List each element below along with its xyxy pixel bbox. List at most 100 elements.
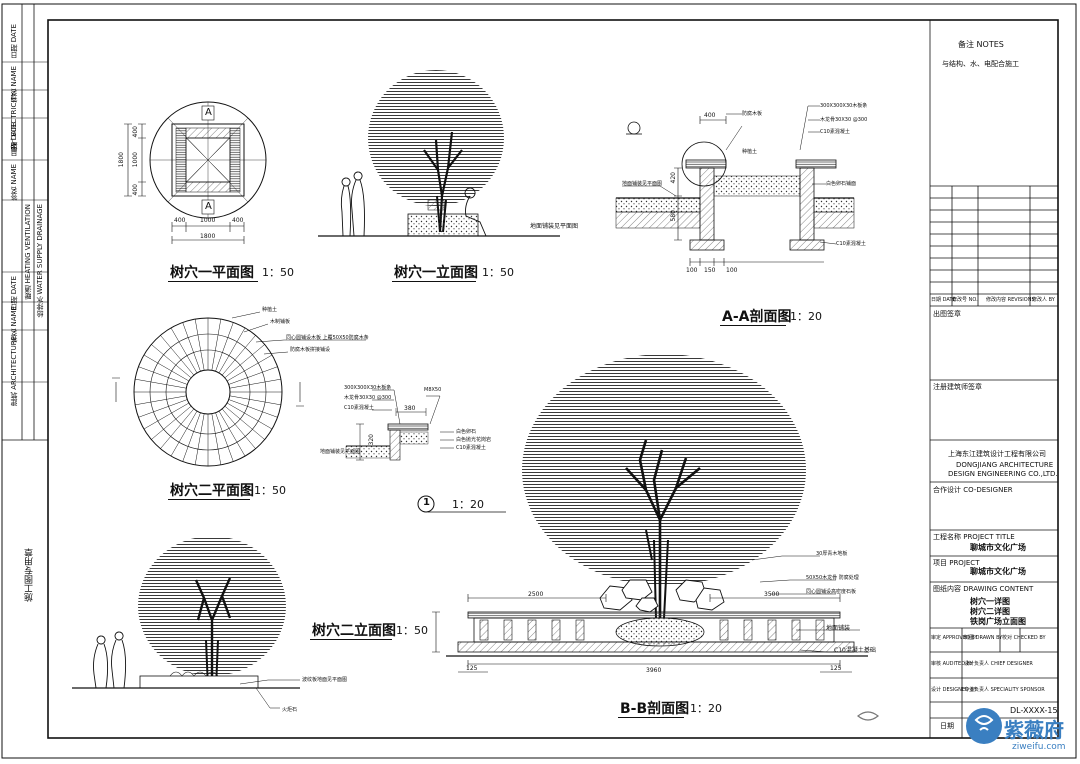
dim: 400	[704, 112, 716, 119]
strip-label: 给排水 WATER SUPPLY DRAINAGE	[36, 204, 44, 318]
bb-note: 地面铺装	[826, 625, 851, 632]
watermark-site: ziweifu.com	[1012, 742, 1066, 752]
rev-header: 修改人 BY	[1032, 297, 1055, 303]
detail-note: 木龙骨30X30 @300	[344, 395, 392, 401]
scale-detail1: 1：20	[452, 498, 484, 511]
strip-label: 暖通 HEATING VENTILATION	[24, 204, 32, 300]
elev2-note: 波纹板地面见平面图	[302, 677, 348, 683]
title-underline	[168, 499, 250, 500]
scale-plan1: 1：50	[262, 266, 294, 279]
plan2-note: 同心圆铺设木板 上覆50X50防腐木条	[286, 335, 369, 341]
sign-label: 设计负责人 CHIEF DESIGNER	[964, 661, 1033, 667]
dim: 400	[174, 217, 186, 224]
stamp-label: 出图签章	[933, 310, 961, 318]
aa-note: 种植土	[742, 149, 758, 155]
tree-pit-1-elevation	[318, 70, 560, 237]
detail-1	[345, 389, 506, 513]
dim: 420	[670, 172, 677, 184]
dim: 150	[704, 267, 716, 274]
aa-note: C10素混凝土	[836, 241, 866, 247]
company-en: DESIGN ENGINEERING CO.,LTD.	[948, 470, 1058, 478]
detail-note: 白色抛光花岗岩	[456, 437, 492, 443]
notes-header: 备注 NOTES	[958, 40, 1004, 49]
sign-label: 校对 CHECKED BY	[1002, 635, 1046, 641]
title-plan2: 树穴二平面图	[170, 483, 254, 499]
title-elev1: 树穴一立面图	[394, 265, 478, 281]
date-label: 日期	[940, 722, 954, 730]
rev-header: 日期 DATE	[931, 297, 956, 303]
detail-marker: 1	[423, 497, 430, 508]
drawing-label: 图纸内容 DRAWING CONTENT	[933, 585, 1034, 593]
project-label: 项目 PROJECT	[933, 559, 980, 567]
sign-label: 审核 AUDITED BY	[931, 661, 973, 667]
dim: 380	[404, 405, 416, 412]
cooperation: 合作设计 CO-DESIGNER	[933, 486, 1013, 494]
tree-pit-1-plan	[124, 101, 267, 244]
detail-note: 300X300X30木板条	[344, 385, 392, 391]
section-b-b	[432, 354, 868, 673]
dim: 1800	[118, 152, 125, 168]
scale-elev1: 1：50	[482, 266, 514, 279]
title-underline	[168, 281, 258, 282]
watermark-badge	[857, 708, 1002, 744]
sign-label: 制图 DRAWN BY	[964, 635, 1003, 641]
dim: 2500	[528, 591, 544, 598]
dim: 1000	[132, 152, 139, 168]
plan2-note: 防腐木板拼接铺设	[290, 347, 331, 353]
detail-note: 白色卵石	[456, 429, 477, 435]
strip-label: 日期 DATE	[10, 122, 18, 157]
marker-a: A	[205, 201, 212, 212]
rev-header: 修改内容 REVISIONS	[986, 297, 1035, 303]
scale-plan2: 1：50	[254, 484, 286, 497]
drawing-item: 树穴二详图	[970, 607, 1010, 616]
dim: 3500	[764, 591, 780, 598]
strip-label: 建筑 ARCHITECTURE	[10, 336, 18, 407]
dim: 400	[132, 126, 139, 138]
rev-header: 修改号 NO.	[952, 297, 978, 303]
title-underline	[392, 281, 476, 282]
project-title: 聊城市文化广场	[970, 543, 1026, 552]
aa-note: 防腐木板	[742, 111, 763, 117]
title-section-aa: A-A剖面图	[722, 309, 792, 325]
project: 聊城市文化广场	[970, 567, 1026, 576]
plan2-note: 木制铺板	[270, 319, 291, 325]
tree-pit-2-elevation	[72, 536, 300, 709]
dim: 3960	[646, 667, 662, 674]
tree-pit-2-plan	[112, 311, 366, 467]
title-elev2: 树穴二立面图	[312, 623, 396, 639]
bb-note: C10混凝土基础	[834, 647, 876, 654]
bb-note: 同心圆铺设高密度石板	[806, 589, 857, 595]
aa-note: 地面铺装见平面图	[622, 181, 663, 187]
stamp-label: 注册建筑师签章	[933, 383, 982, 391]
detail-note: 地面铺装见平面图	[320, 449, 361, 455]
aa-note: C10素混凝土	[820, 129, 850, 135]
project-title-label: 工程名称 PROJECT TITLE	[933, 533, 1015, 541]
detail-note: M8X50	[424, 387, 442, 393]
strip-label: 日期 DATE	[10, 24, 18, 59]
dim: 125	[830, 665, 842, 672]
aa-note: 300X300X30木板条	[820, 103, 868, 109]
title-section-bb: B-B剖面图	[620, 701, 690, 717]
elev2-note: 火炬石	[282, 707, 298, 713]
title-underline	[720, 325, 786, 326]
dim: 580	[670, 210, 677, 222]
company-en: DONGJIANG ARCHITECTURE	[956, 461, 1054, 469]
dim: 100	[686, 267, 698, 274]
detail-note: C10素混凝土	[344, 405, 374, 411]
dim: 400	[232, 217, 244, 224]
title-block-grid	[929, 20, 1058, 738]
bb-note: 50X50木龙骨 防腐处理	[806, 575, 859, 581]
watermark-brand: 紫薇府	[1004, 718, 1064, 742]
company-cn: 上海东江建筑设计工程有限公司	[948, 450, 1046, 458]
drawing-item: 树穴一详图	[970, 597, 1010, 606]
dim: 125	[466, 665, 478, 672]
dim: 1800	[200, 233, 216, 240]
strip-label: 签名 NAME	[10, 164, 18, 201]
dim: 1000	[200, 217, 216, 224]
notes-text: 与结构、水、电配合施工	[942, 60, 1019, 68]
title-plan1: 树穴一平面图	[170, 265, 254, 281]
dim: 400	[132, 184, 139, 196]
marker-a: A	[205, 107, 212, 118]
dim: 320	[368, 434, 375, 446]
